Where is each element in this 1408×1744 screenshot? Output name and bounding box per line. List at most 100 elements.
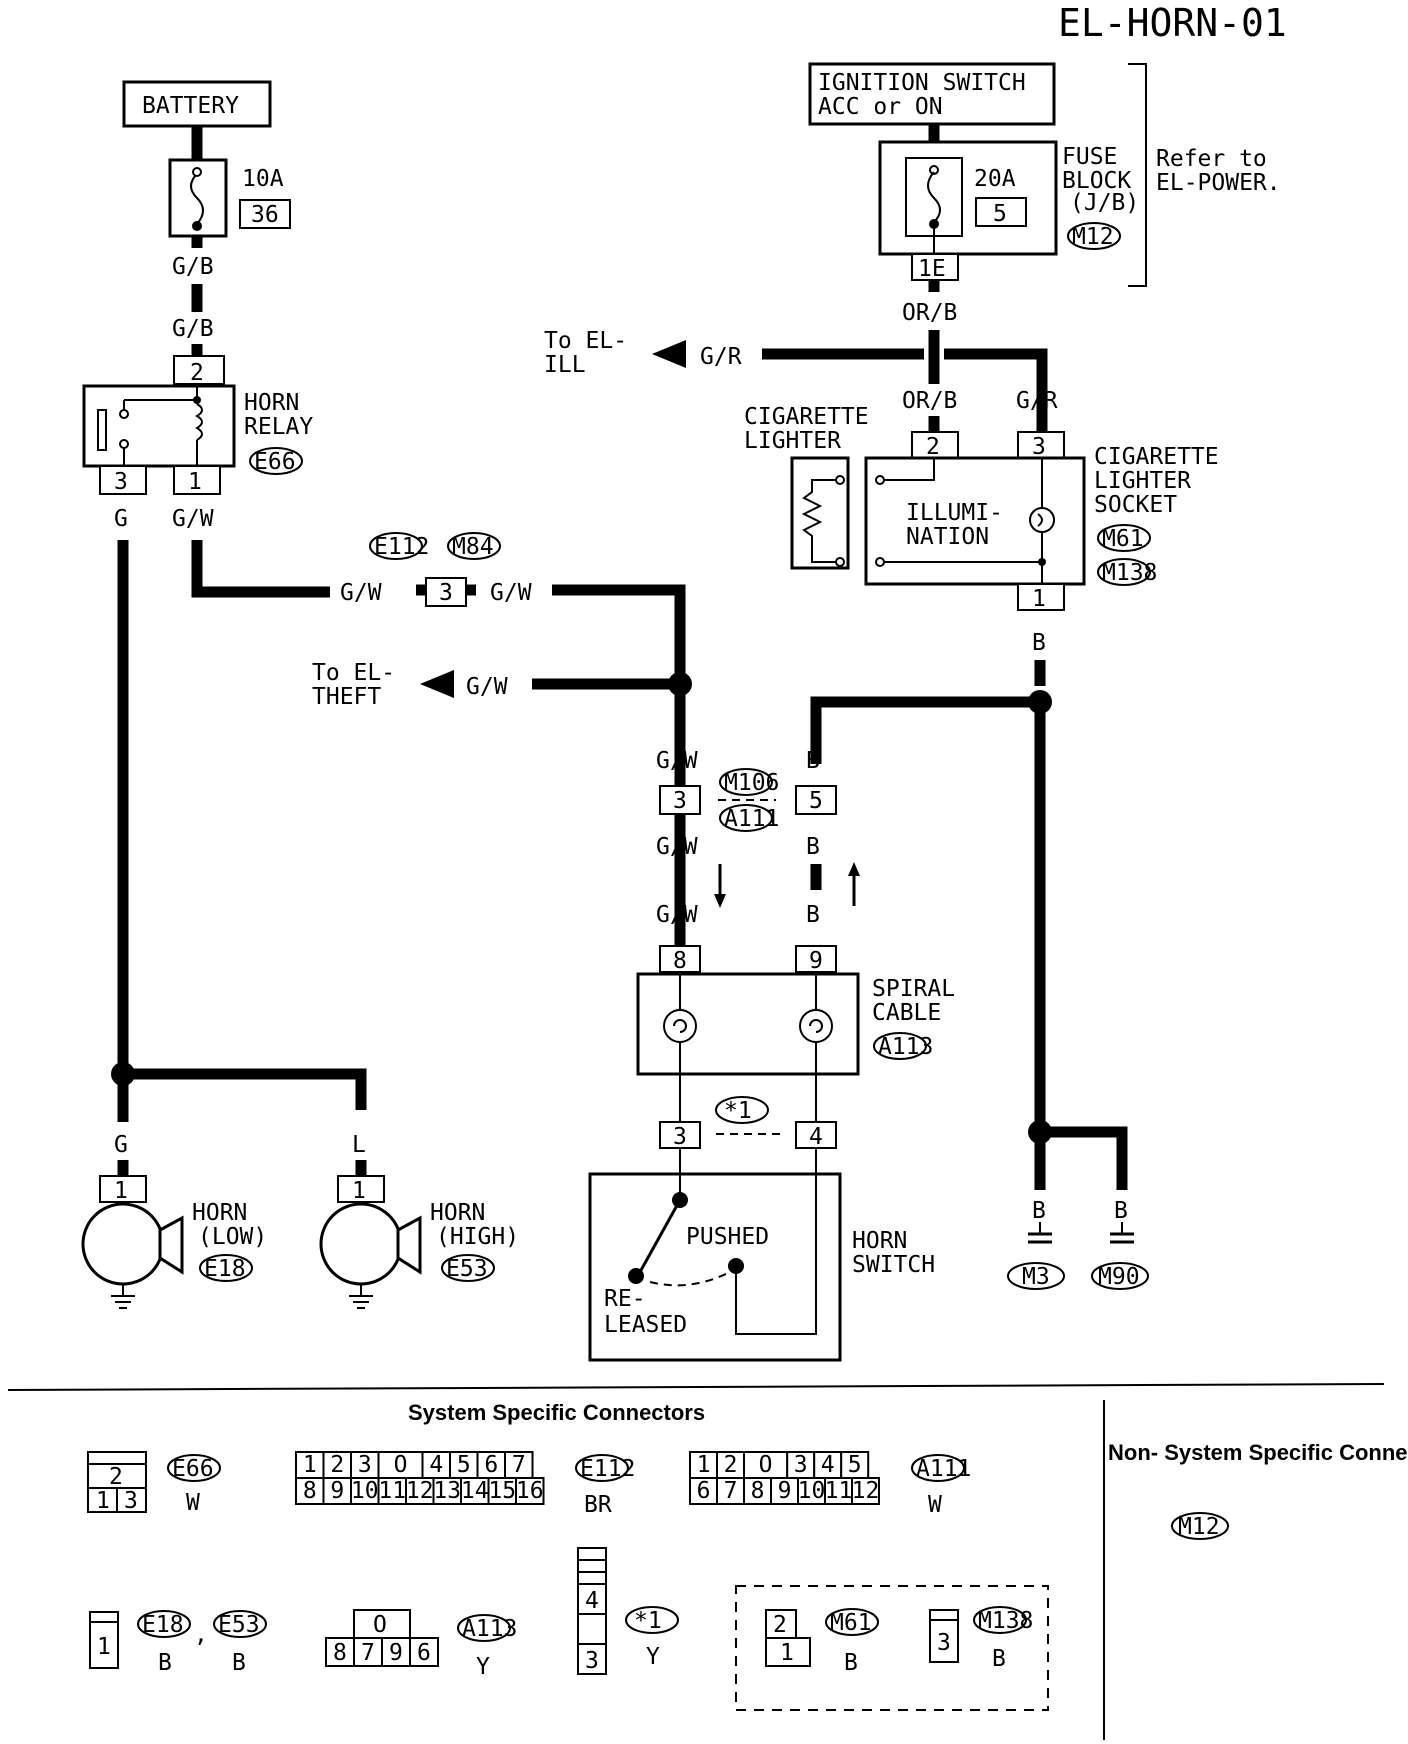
horn-switch-released-contact: [628, 1268, 644, 1284]
wire-label-orb-2: OR/B: [902, 388, 957, 414]
fuse-10a-number-box: [239, 199, 291, 229]
a111-pin: 11: [825, 1478, 853, 1504]
spiral-left-coil: [673, 1019, 687, 1033]
socket-node-2: [875, 475, 885, 485]
non-system-m12: M12: [1178, 1514, 1220, 1540]
star1-term-3-label: 3: [673, 1124, 687, 1150]
a111-color: W: [928, 1492, 942, 1518]
spiral-left-icon: [663, 1009, 697, 1043]
e53-conn-id: E53: [218, 1612, 260, 1638]
a113-pin-6: 6: [417, 1640, 431, 1666]
e112-cell-bottom-0: [295, 1477, 325, 1505]
connector-m138: 3: [929, 1609, 959, 1663]
horn-high-term-label: 1: [352, 1178, 366, 1204]
e18-body: [89, 1621, 119, 1669]
e66-cell-3: [116, 1487, 147, 1513]
relay-contact-1: [119, 409, 129, 419]
e18-conn-id: E18: [142, 1612, 184, 1638]
relay-term-2: [173, 355, 225, 385]
horn-switch-label-2: SWITCH: [852, 1252, 935, 1278]
wire-label-gr-ill: G/R: [700, 344, 742, 370]
e66-badge: [167, 1454, 221, 1482]
section-divider: [7, 1383, 1385, 1391]
m106-term-5-label: 5: [809, 788, 823, 814]
a111-pin: 2: [724, 1452, 738, 1478]
horn-high-term: [337, 1175, 385, 1203]
a111-pin: 7: [724, 1478, 738, 1504]
wire-label-g-1: G: [114, 506, 128, 532]
wire-label-gw-6: G/W: [656, 902, 698, 928]
a111-cell-top-3: [786, 1451, 816, 1479]
m61-m138-group: [735, 1585, 1049, 1711]
m61-id: M61: [1102, 526, 1144, 552]
wire-label-b-2: B: [806, 748, 820, 774]
a111-pin: 5: [848, 1452, 862, 1478]
a113-pin-7: 7: [361, 1640, 375, 1666]
cig-lighter-label-2: LIGHTER: [744, 428, 841, 454]
spiral-right-icon: [799, 1009, 833, 1043]
wire-b-spiral: [810, 696, 1040, 764]
m138-badge: [1097, 558, 1151, 586]
relay-node-top: [193, 396, 201, 404]
a113-color: Y: [476, 1654, 490, 1680]
horn-switch-released-1: RE-: [604, 1286, 646, 1312]
connector-a113: O 8 7 9 6: [325, 1609, 439, 1667]
spiral-term-8: [659, 945, 701, 973]
horn-high-label-1: HORN: [430, 1200, 485, 1226]
horn-switch-box: [588, 1172, 842, 1362]
cig-lighter-element: [801, 479, 838, 563]
star1-conn-id: *1: [634, 1608, 662, 1634]
fuse-10a-number: 36: [251, 202, 279, 228]
ground-m3-id: M3: [1022, 1264, 1050, 1290]
a111-cell-top-5: [840, 1451, 870, 1479]
battery-label: BATTERY: [142, 93, 239, 119]
e112-color: BR: [584, 1492, 612, 1518]
non-system-m12-badge: [1171, 1512, 1229, 1540]
wire-label-b-1: B: [1032, 630, 1046, 656]
horn-switch-label-1: HORN: [852, 1228, 907, 1254]
horn-switch-released-2: LEASED: [604, 1312, 687, 1338]
m138-tab: [929, 1609, 959, 1621]
horn-high-body: [319, 1202, 403, 1286]
ignition-label-2: ACC or ON: [818, 94, 943, 120]
ground-m90-badge: [1091, 1262, 1149, 1290]
e112-pin: 6: [484, 1452, 498, 1478]
wire-label-g-2: G: [114, 1132, 128, 1158]
wire-label-l: L: [352, 1132, 366, 1158]
socket-term-2: [911, 431, 959, 459]
e112-pin: 13: [433, 1478, 461, 1504]
a111-badge: [719, 804, 773, 832]
a111-cell-bottom-2: [743, 1477, 772, 1505]
fuse-block-label-3: (J/B): [1070, 190, 1139, 216]
relay-term-3-label: 3: [114, 469, 128, 495]
e112-cell-bottom-2: [350, 1477, 380, 1505]
cig-lighter-label-1: CIGARETTE: [744, 404, 869, 430]
e66-pin-2: 2: [109, 1464, 123, 1490]
e112-cell-bottom-5: [432, 1477, 462, 1505]
e112-cell-bottom-6: [460, 1477, 490, 1505]
socket-label-3: SOCKET: [1094, 492, 1177, 518]
socket-label-1: CIGARETTE: [1094, 444, 1219, 470]
star1-color: Y: [646, 1644, 660, 1670]
horn-low-bell: [158, 1215, 184, 1275]
a111-pin: 9: [778, 1478, 792, 1504]
m138-pin-3: 3: [937, 1630, 951, 1656]
fuse-10a-element: [190, 173, 204, 225]
star1-tab: [577, 1547, 607, 1585]
socket-term-3: [1017, 431, 1065, 459]
ground-m90-id: M90: [1098, 1264, 1140, 1290]
star1-pin-4: 4: [585, 1588, 599, 1614]
spiral-term-8-label: 8: [673, 948, 687, 974]
fuse-block-connector-badge: [1067, 222, 1121, 250]
fuse-20a-rating: 20A: [974, 166, 1016, 192]
arrow-left-ill-icon: [652, 340, 686, 368]
m138-body: [929, 1619, 959, 1663]
wire-label-gw-4: G/W: [656, 748, 698, 774]
relay-term-1: [173, 465, 221, 495]
cig-lighter-node-2: [835, 557, 845, 567]
wire-label-gb-1: G/B: [172, 254, 214, 280]
a111-pin: 12: [852, 1478, 880, 1504]
horn-low-body: [81, 1202, 165, 1286]
m138-color: B: [992, 1646, 1006, 1672]
